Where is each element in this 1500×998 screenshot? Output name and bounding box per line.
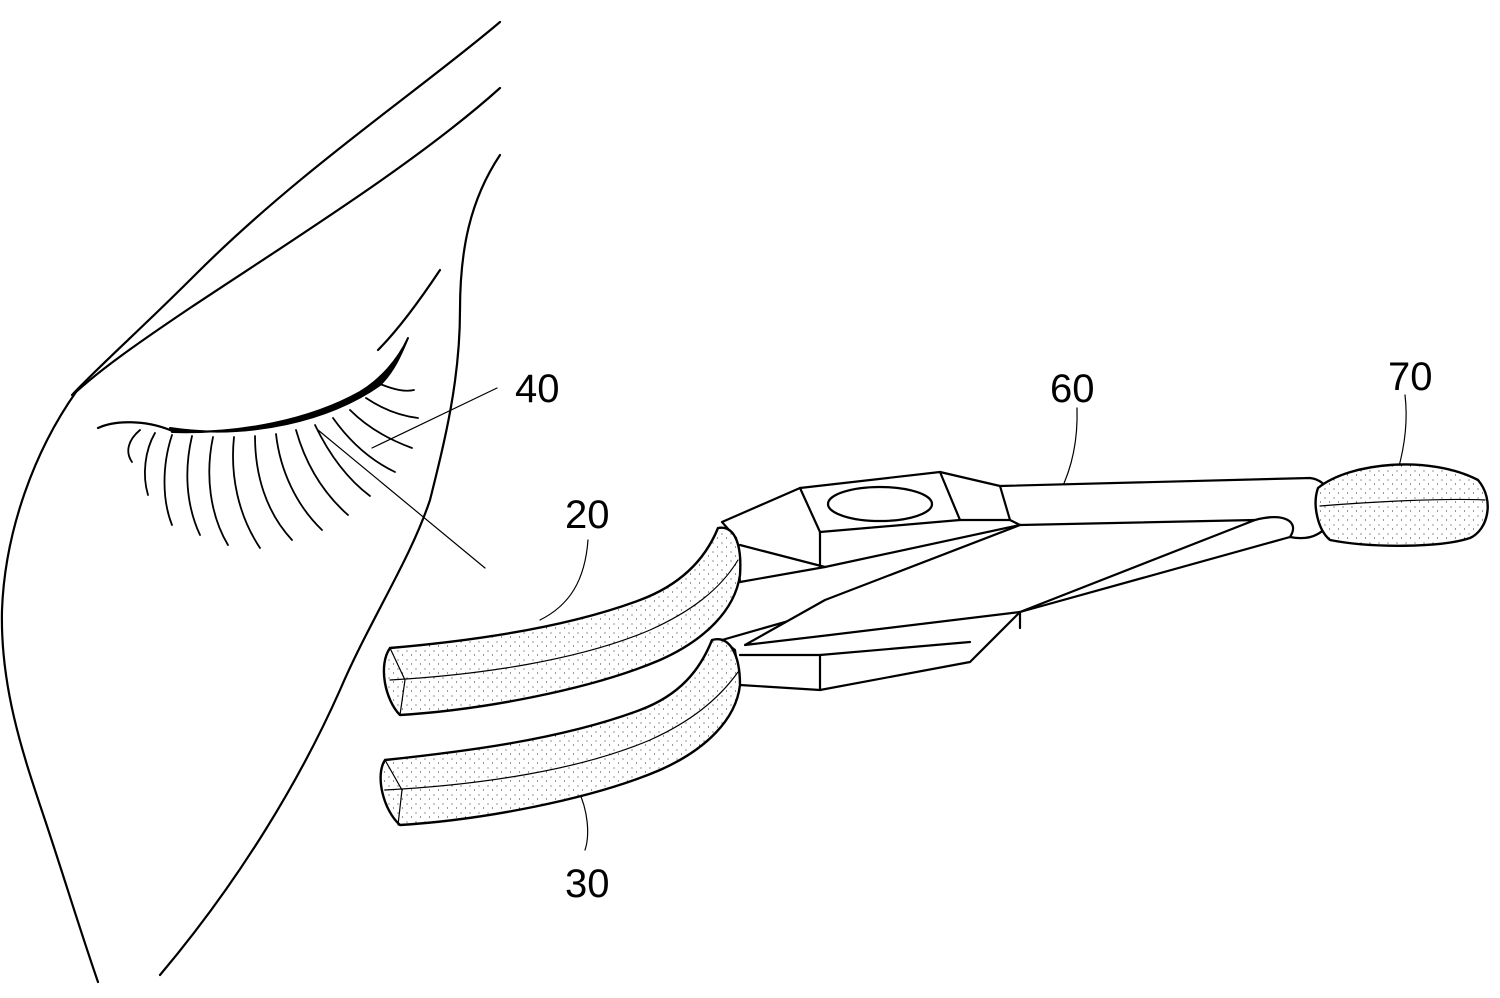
tweezer-body [722,472,1333,690]
label-20: 20 [565,493,610,537]
eye-corner [98,422,170,430]
alignment-line [318,430,485,568]
end-cap-pad [1316,464,1488,545]
face-outline [2,22,500,982]
nose-bridge [160,155,500,975]
face-contour [2,392,98,982]
label-40: 40 [515,367,560,411]
label-70: 70 [1388,355,1433,399]
leader-40 [372,388,497,448]
grip-oval [828,487,932,521]
leader-70 [1398,395,1406,470]
eyelashes [128,384,418,548]
leader-20 [540,540,588,620]
brow-line-2 [76,88,500,392]
end-cap [1316,464,1488,545]
brow-line-1 [72,22,500,395]
leader-60 [1060,408,1077,492]
leader-30 [578,790,588,850]
label-30: 30 [565,862,610,906]
label-60: 60 [1050,367,1095,411]
eyelash-band [170,338,408,432]
